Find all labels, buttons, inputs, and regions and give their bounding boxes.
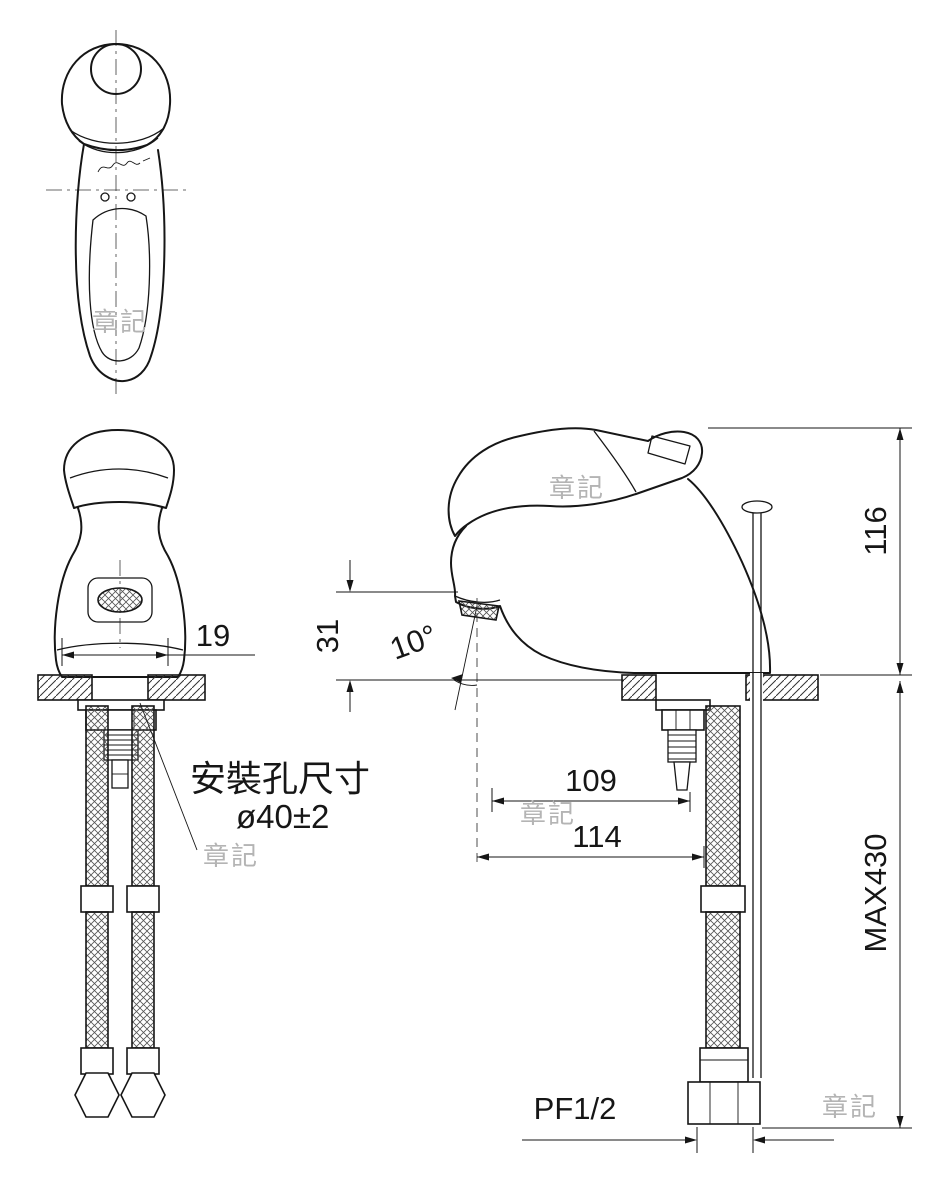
dim-114: 114 — [477, 819, 705, 868]
supply-hose-left-upper — [85, 705, 109, 887]
dim-19: 19 — [61, 618, 255, 666]
dim-pf12: PF1/2 — [522, 1091, 834, 1153]
top-view: 章記 — [46, 30, 190, 398]
dim-31: 31 — [310, 560, 624, 712]
angle-arc — [453, 679, 478, 686]
spout-lip-side — [454, 595, 501, 603]
aerator-side — [457, 600, 500, 621]
dim-19-label: 19 — [196, 618, 230, 653]
side-view: 章記 10° — [310, 427, 912, 1153]
handle-logo-mark — [97, 157, 151, 173]
side-watermark-mid: 章記 — [520, 799, 576, 829]
supply-hose-right-lower — [131, 911, 155, 1049]
hose-nut-facets-side — [709, 1082, 739, 1124]
side-handle-knob-detail — [647, 435, 691, 465]
front-watermark: 章記 — [203, 841, 259, 871]
deck-right-front — [147, 674, 206, 701]
top-view-watermark: 章記 — [92, 307, 148, 337]
dim-109: 109 — [491, 763, 691, 812]
hole-note-size: ø40±2 — [236, 798, 329, 835]
front-body — [53, 507, 187, 678]
spout-window — [87, 577, 153, 623]
dim-pf12-label: PF1/2 — [534, 1091, 617, 1126]
front-body-skirt — [56, 642, 184, 651]
hose-nut-right — [120, 1072, 166, 1118]
stud-threads-side — [668, 734, 696, 760]
head-seam-lower — [78, 137, 159, 154]
aerator-front — [97, 587, 143, 613]
stud-threads-front — [104, 734, 138, 756]
hose-nut-left — [74, 1072, 120, 1118]
supply-hose-side-lower — [705, 911, 741, 1049]
hose-fitting-left — [80, 1047, 114, 1075]
dim-116: 116 — [708, 427, 912, 676]
side-body — [450, 478, 772, 674]
supply-hose-right-upper — [131, 705, 155, 887]
dim-31-label: 31 — [310, 619, 345, 653]
pop-up-rod — [741, 500, 773, 1078]
supply-hose-side-upper — [705, 705, 741, 887]
stud-tail-side — [673, 761, 691, 791]
handle-knob-circle — [90, 43, 142, 95]
hose-nut-side — [687, 1081, 761, 1125]
hose-fitting-side — [699, 1047, 749, 1083]
mounting-flange-side — [655, 699, 711, 711]
angle-line — [454, 605, 478, 711]
supply-hose-left-lower — [85, 911, 109, 1049]
angle-label: 10° — [385, 618, 441, 667]
side-watermark-upper: 章記 — [549, 473, 605, 503]
side-watermark-bottom: 章記 — [822, 1092, 878, 1122]
hose-ferrule-side — [700, 885, 746, 913]
dim-116-label: 116 — [858, 506, 893, 555]
mounting-nut-facets-side — [675, 710, 691, 730]
hole-note-title: 安裝孔尺寸 — [190, 758, 370, 799]
deck-left-front — [37, 674, 93, 701]
handle-dot-right — [126, 192, 136, 202]
front-handle-cap — [63, 429, 175, 509]
hose-ferrule-right — [126, 885, 160, 913]
dim-114-label: 114 — [572, 819, 621, 854]
head-seam-upper — [69, 127, 165, 144]
mounting-nut-side — [661, 709, 705, 731]
side-handle — [447, 427, 704, 537]
hose-fitting-right — [126, 1047, 160, 1075]
hole-note-leader — [139, 702, 198, 851]
angle-annotation: 10° — [385, 598, 478, 866]
top-view-lever-inner — [88, 207, 151, 362]
dim-max430-label: MAX430 — [858, 834, 893, 953]
dim-max430: MAX430 — [762, 681, 912, 1129]
hose-ferrule-left — [80, 885, 114, 913]
top-view-lever-outline — [74, 143, 166, 383]
front-view: 19 安裝孔尺寸 ø40±2 章記 — [37, 429, 370, 1118]
handle-dot-left — [100, 192, 110, 202]
deck-left-side — [621, 674, 657, 701]
side-handle-inner-line — [593, 430, 637, 493]
dim-109-label: 109 — [565, 763, 617, 798]
front-handle-cap-band — [69, 468, 169, 479]
